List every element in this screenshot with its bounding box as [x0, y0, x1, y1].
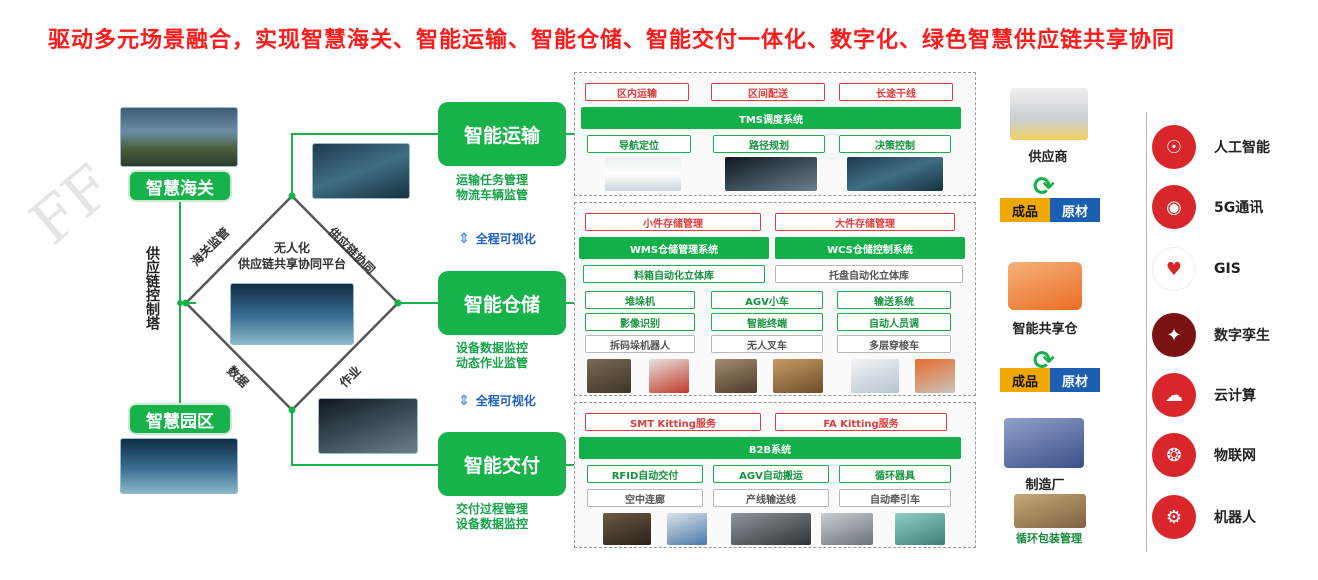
tech-item-robot: ⚙ 机器人 — [1152, 492, 1312, 542]
transport-panel: 区内运输 区间配送 长途干线 TMS调度系统 导航定位 路径规划 决策控制 — [574, 72, 976, 196]
storage-tag: 小件存储管理 — [585, 213, 761, 231]
pallet-image — [773, 359, 823, 393]
delivery-sub: 交付过程管理 设备数据监控 — [456, 502, 529, 531]
control-screen-image — [847, 157, 943, 191]
tech-item-ai: ☉ 人工智能 — [1152, 122, 1312, 172]
cloud-icon: ☁ — [1152, 373, 1196, 417]
transport-feature: 路径规划 — [713, 135, 825, 153]
truck-image — [605, 157, 681, 191]
stacker-image — [587, 359, 631, 393]
delivery-grey: 产线输送线 — [713, 489, 829, 507]
platform-photo — [230, 283, 354, 345]
tech-item-5g: ◉ 5G通讯 — [1152, 182, 1312, 232]
map-pin-icon: ♥ — [1152, 247, 1196, 291]
container-image — [895, 513, 945, 545]
factory-label: 制造厂 — [1025, 478, 1065, 493]
shared-warehouse-label: 智能共享仓 — [1012, 322, 1078, 337]
up-down-arrow-icon: ⇕ — [458, 230, 470, 247]
storage-feature: 自动人员调 — [837, 313, 951, 331]
shuttle-image — [851, 359, 899, 393]
delivery-grey: 自动牵引车 — [839, 489, 951, 507]
customs-label: 智慧海关 — [128, 170, 232, 202]
transport-photo — [312, 143, 410, 199]
delivery-tag: FA Kitting服务 — [775, 413, 947, 431]
storage-feature: 输送系统 — [837, 291, 951, 309]
tech-item-gis: ♥ GIS — [1152, 244, 1312, 294]
delivery-feature: AGV自动搬运 — [713, 465, 829, 483]
transport-sub: 运输任务管理 物流车辆监管 — [456, 173, 529, 202]
park-label: 智慧园区 — [128, 403, 232, 435]
delivery-tag: SMT Kitting服务 — [585, 413, 761, 431]
hub-transport[interactable]: 智能运输 — [438, 102, 566, 166]
park-photo — [120, 438, 238, 494]
wms-system-bar: WMS仓储管理系统 — [579, 237, 769, 259]
line-image — [667, 513, 707, 545]
conveyor-image — [715, 359, 757, 393]
storage-feature: 影像识别 — [585, 313, 695, 331]
visual-label-2: ⇕ 全程可视化 — [458, 392, 536, 409]
robot-tag: 多层穿梭车 — [837, 335, 951, 353]
tech-item-cloud: ☁ 云计算 — [1152, 370, 1312, 420]
agv-image — [649, 359, 689, 393]
finished-goods-label: 成品 — [1000, 368, 1050, 392]
customs-photo — [120, 107, 238, 167]
warehouse-tag: 托盘自动化立体库 — [775, 265, 963, 283]
shared-warehouse-image — [1008, 262, 1082, 310]
storage-sub: 设备数据监控 动态作业监管 — [456, 341, 529, 370]
corridor-image — [603, 513, 651, 545]
supplier-label: 供应商 — [1028, 150, 1068, 165]
storage-panel: 小件存储管理 大件存储管理 WMS仓储管理系统 WCS仓储控制系统 料箱自动化立… — [574, 202, 976, 396]
packaging-label: 循环包装管理 — [1016, 532, 1082, 545]
warehouse-tag: 料箱自动化立体库 — [583, 265, 765, 283]
delivery-feature: RFID自动交付 — [587, 465, 703, 483]
raw-material-label: 原材 — [1050, 368, 1100, 392]
digital-twin-icon: ✦ — [1152, 313, 1196, 357]
transport-tag: 区内运输 — [585, 83, 689, 101]
platform-title: 无人化 供应链共享协同平台 — [237, 241, 346, 271]
route-map-image — [725, 157, 817, 191]
tech-item-iot: ❂ 物联网 — [1152, 430, 1312, 480]
iot-icon: ❂ — [1152, 433, 1196, 477]
delivery-feature: 循环器具 — [839, 465, 951, 483]
factory-image — [1004, 418, 1084, 468]
tech-divider — [1146, 112, 1147, 552]
signal-icon: ◉ — [1152, 185, 1196, 229]
page-headline: 驱动多元场景融合，实现智慧海关、智能运输、智能仓储、智能交付一体化、数字化、绿色… — [48, 28, 1176, 53]
tms-system-bar: TMS调度系统 — [581, 107, 961, 129]
storage-feature: AGV小车 — [711, 291, 823, 309]
supplier-image — [1010, 88, 1088, 140]
conveyor-line-image — [731, 513, 811, 545]
flow-box-1: 成品 原材 — [1000, 198, 1100, 222]
robot-arm-icon: ⚙ — [1152, 495, 1196, 539]
storage-tag: 大件存储管理 — [775, 213, 955, 231]
hub-storage[interactable]: 智能仓储 — [438, 271, 566, 335]
control-tower-label: 供应链控制塔 — [144, 246, 160, 330]
up-down-arrow-icon: ⇕ — [458, 392, 470, 409]
delivery-panel: SMT Kitting服务 FA Kitting服务 B2B系统 RFID自动交… — [574, 402, 976, 548]
transport-feature: 决策控制 — [839, 135, 951, 153]
wcs-system-bar: WCS仓储控制系统 — [775, 237, 965, 259]
flow-box-2: 成品 原材 — [1000, 368, 1100, 392]
finished-goods-label: 成品 — [1000, 198, 1050, 222]
tech-item-twin: ✦ 数字孪生 — [1152, 310, 1312, 360]
transport-tag: 长途干线 — [839, 83, 953, 101]
b2b-system-bar: B2B系统 — [579, 437, 961, 459]
packaging-image — [1014, 494, 1086, 528]
transport-tag: 区间配送 — [711, 83, 825, 101]
loop-arrow-icon: ⟳ — [1033, 172, 1055, 202]
robot-arm-image — [915, 359, 955, 393]
delivery-grey: 空中连廊 — [587, 489, 703, 507]
visual-label-1: ⇕ 全程可视化 — [458, 230, 536, 247]
brain-icon: ☉ — [1152, 125, 1196, 169]
storage-feature: 智能终端 — [711, 313, 823, 331]
storage-feature: 堆垛机 — [585, 291, 695, 309]
transport-feature: 导航定位 — [587, 135, 691, 153]
hub-delivery[interactable]: 智能交付 — [438, 432, 566, 496]
tug-image — [821, 513, 873, 545]
delivery-photo — [318, 398, 418, 454]
robot-tag: 无人叉车 — [711, 335, 823, 353]
raw-material-label: 原材 — [1050, 198, 1100, 222]
robot-tag: 拆码垛机器人 — [585, 335, 695, 353]
